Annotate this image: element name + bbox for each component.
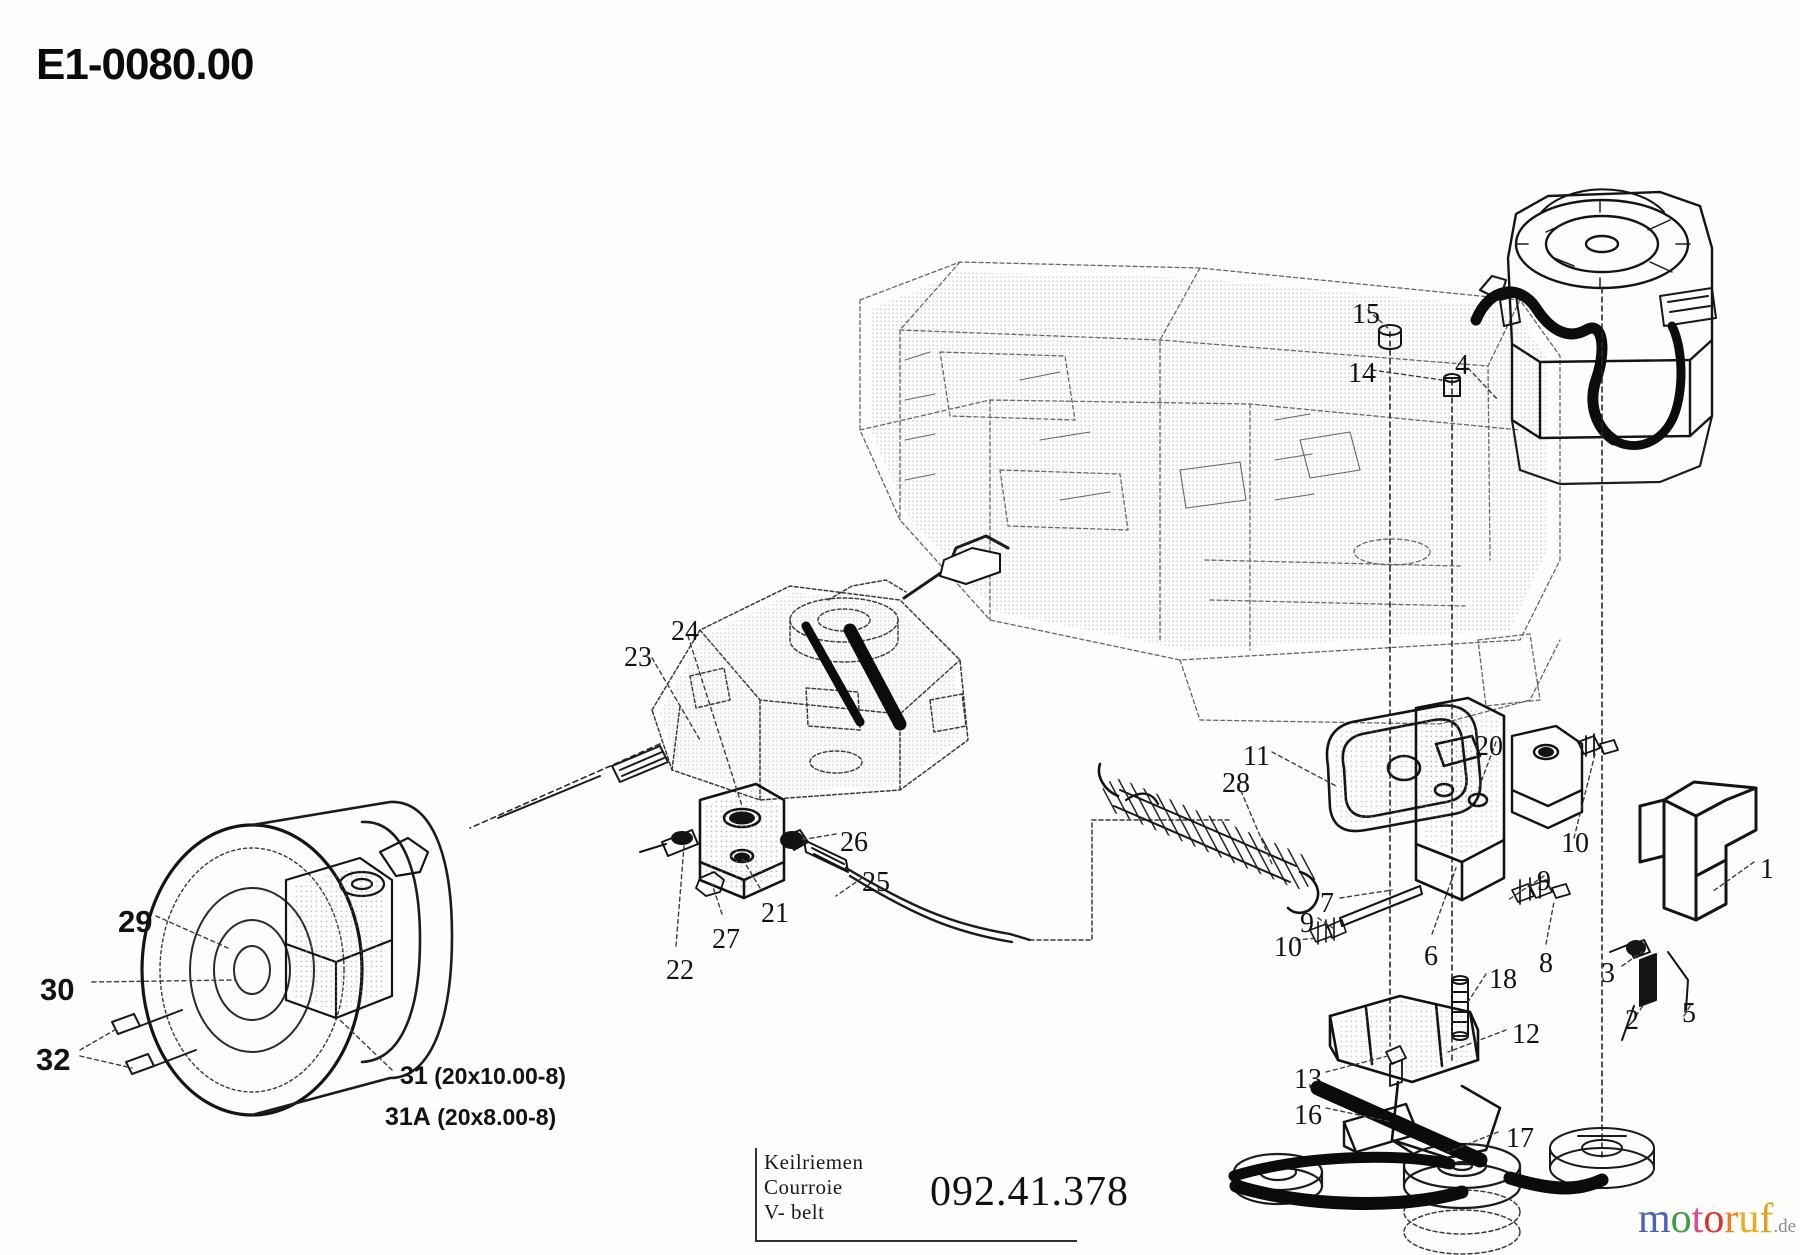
page-title: E1-0080.00 xyxy=(36,40,255,89)
v-belt-label-en: V- belt xyxy=(764,1200,825,1224)
tire-spec-31-number: 31 xyxy=(400,1062,428,1090)
callout-number-9: 9 xyxy=(1300,908,1314,939)
callout-number-11: 11 xyxy=(1243,741,1270,772)
callout-number-25: 25 xyxy=(862,867,890,898)
callout-number-28: 28 xyxy=(1222,768,1250,799)
callout-number-2: 2 xyxy=(1625,1005,1639,1036)
watermark-suffix: .de xyxy=(1773,1216,1797,1237)
callout-number-30: 30 xyxy=(40,972,75,1007)
v-belt-label-de: Keilriemen xyxy=(764,1150,864,1174)
callout-number-32: 32 xyxy=(36,1042,71,1077)
callout-number-22: 22 xyxy=(666,955,694,986)
callout-number-14: 14 xyxy=(1348,358,1376,389)
watermark-letter-1: o xyxy=(1670,1196,1692,1242)
callout-number-21: 21 xyxy=(761,898,789,929)
callout-number-17: 17 xyxy=(1506,1123,1534,1154)
watermark-letter-2: t xyxy=(1691,1196,1704,1242)
callout-number-24: 24 xyxy=(671,616,699,647)
tire-spec-31a-number: 31A xyxy=(385,1103,431,1131)
callout-number-4: 4 xyxy=(1455,350,1469,381)
callout-number-1: 1 xyxy=(1760,854,1774,885)
callout-number-9: 9 xyxy=(1537,866,1551,897)
callout-number-10: 10 xyxy=(1561,828,1589,859)
watermark-letter-3: o xyxy=(1703,1196,1725,1242)
callout-number-29: 29 xyxy=(118,904,153,939)
callout-number-3: 3 xyxy=(1601,958,1615,989)
callout-number-5: 5 xyxy=(1682,998,1696,1029)
callout-number-26: 26 xyxy=(840,827,868,858)
tire-spec-31: 31 (20x10.00-8) xyxy=(400,1062,566,1091)
callout-number-8: 8 xyxy=(1539,948,1553,979)
callout-number-7: 7 xyxy=(1320,888,1334,919)
callout-number-10: 10 xyxy=(1274,932,1302,963)
callout-number-27: 27 xyxy=(712,924,740,955)
callout-number-16: 16 xyxy=(1294,1100,1322,1131)
motoruf-watermark: motoruf.de xyxy=(1638,1198,1796,1240)
tire-spec-31-size: (20x10.00-8) xyxy=(434,1063,566,1089)
callout-number-18: 18 xyxy=(1489,964,1517,995)
v-belt-label-box xyxy=(755,1148,1077,1242)
watermark-letter-4: r xyxy=(1724,1196,1739,1242)
callout-number-20: 20 xyxy=(1475,731,1503,762)
v-belt-part-number: 092.41.378 xyxy=(930,1169,1129,1215)
v-belt-label-text: Keilriemen Courroie V- belt xyxy=(764,1150,863,1225)
callout-number-6: 6 xyxy=(1424,941,1438,972)
watermark-letter-0: m xyxy=(1638,1196,1671,1242)
tire-spec-31a-size: (20x8.00-8) xyxy=(437,1104,557,1130)
callout-number-15: 15 xyxy=(1352,299,1380,330)
watermark-letter-5: u xyxy=(1738,1196,1760,1242)
watermark-letter-6: f xyxy=(1759,1196,1774,1242)
callout-number-13: 13 xyxy=(1294,1064,1322,1095)
callout-number-12: 12 xyxy=(1512,1019,1540,1050)
tire-spec-31a: 31A (20x8.00-8) xyxy=(385,1103,556,1132)
v-belt-label-fr: Courroie xyxy=(764,1175,843,1199)
callout-number-23: 23 xyxy=(624,642,652,673)
